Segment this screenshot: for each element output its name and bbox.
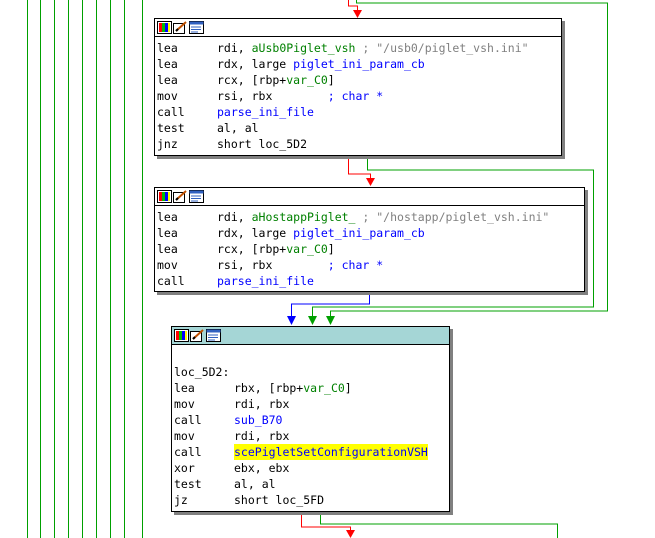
- graph-colors-icon[interactable]: [174, 329, 189, 342]
- highlighted-function[interactable]: scePigletSetConfigurationVSH: [234, 444, 428, 460]
- arrow-top-red: [353, 10, 362, 18]
- edge-top-green: [330, 0, 608, 318]
- arrow-b1-b2-red: [366, 178, 375, 186]
- graph-colors-icon[interactable]: [157, 21, 172, 34]
- edge-b1-b3-green: [312, 157, 594, 318]
- edge-b2-b3-blue: [291, 292, 370, 318]
- block-3-label[interactable]: loc_5D2:: [174, 365, 230, 379]
- edit-block-icon[interactable]: [173, 190, 188, 203]
- edge-b1-b2-red: [348, 157, 371, 180]
- edge-b3-green-out: [320, 512, 558, 538]
- edge-b3-red-out: [301, 512, 351, 532]
- edge-top-red: [348, 0, 358, 12]
- block-listing-icon[interactable]: [189, 21, 204, 34]
- graph-colors-icon[interactable]: [157, 190, 172, 203]
- edit-block-icon[interactable]: [190, 329, 205, 342]
- arrow-b3-blue: [287, 316, 296, 325]
- arrow-b3-red-out: [346, 530, 355, 538]
- left-edge-lines: [27, 0, 143, 538]
- edit-block-icon[interactable]: [173, 21, 188, 34]
- block-1-titlebar: [155, 19, 561, 37]
- arrow-b3-green-2: [326, 316, 335, 325]
- block-listing-icon[interactable]: [189, 190, 204, 203]
- block-2-titlebar: [155, 188, 584, 206]
- block-listing-icon[interactable]: [206, 329, 221, 342]
- arrow-b3-green-1: [308, 316, 317, 325]
- asm-empty-line: [174, 348, 449, 364]
- block-3-titlebar: [172, 327, 449, 345]
